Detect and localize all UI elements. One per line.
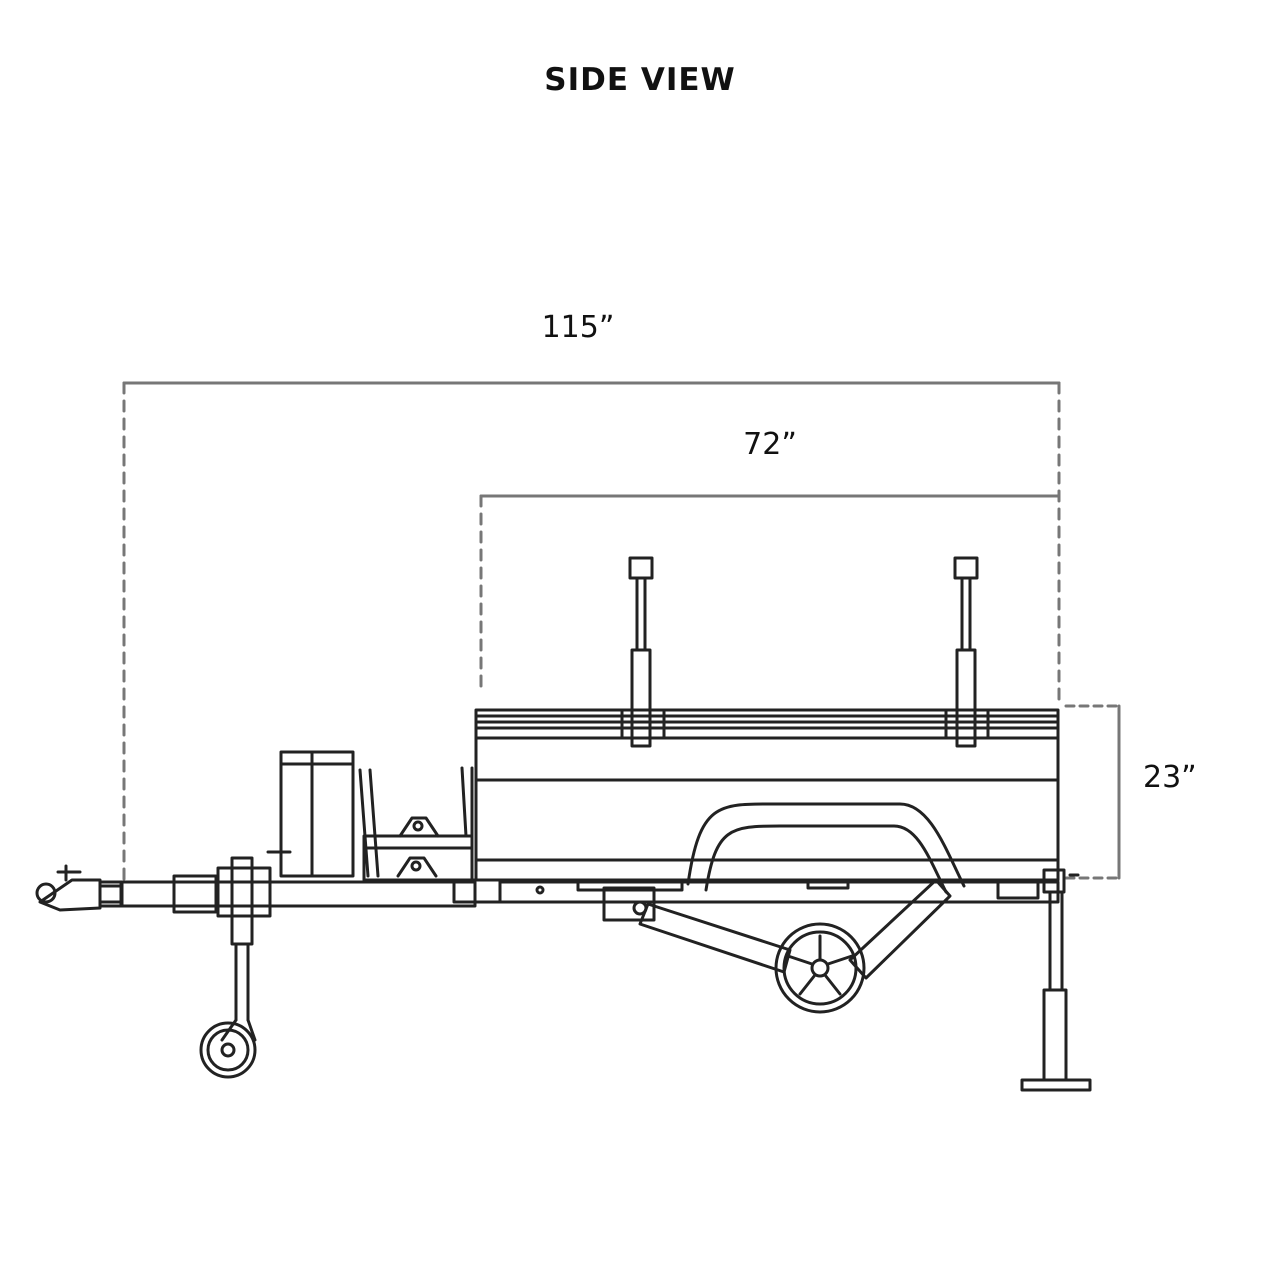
- trailer-tongue: [98, 874, 477, 914]
- overall-length-label: 115”: [541, 310, 615, 345]
- bed-height-dimension: [1064, 704, 1121, 880]
- tongue-jack-icon: [216, 850, 292, 1042]
- main-wheel-icon: [774, 922, 866, 1014]
- caster-wheel-icon: [199, 1021, 257, 1079]
- bed-length-label: 72”: [743, 427, 797, 462]
- diagram-title: SIDE VIEW: [544, 62, 736, 98]
- trailer-bed-icon: [474, 708, 1060, 882]
- bed-length-dimension: [479, 494, 1060, 692]
- bed-lift-post-front-icon: [620, 556, 666, 748]
- hitch-coupler-icon: [35, 864, 102, 912]
- overall-length-dimension: [122, 381, 1061, 882]
- bed-height-label: 23”: [1143, 760, 1197, 795]
- trailer-frame-rail: [498, 878, 1060, 904]
- wheel-fender-icon: [686, 802, 966, 894]
- bed-lift-post-rear-icon: [944, 556, 990, 748]
- battery-box-icon: [279, 750, 380, 878]
- rear-stabilizer-jack-icon: [1020, 868, 1092, 1092]
